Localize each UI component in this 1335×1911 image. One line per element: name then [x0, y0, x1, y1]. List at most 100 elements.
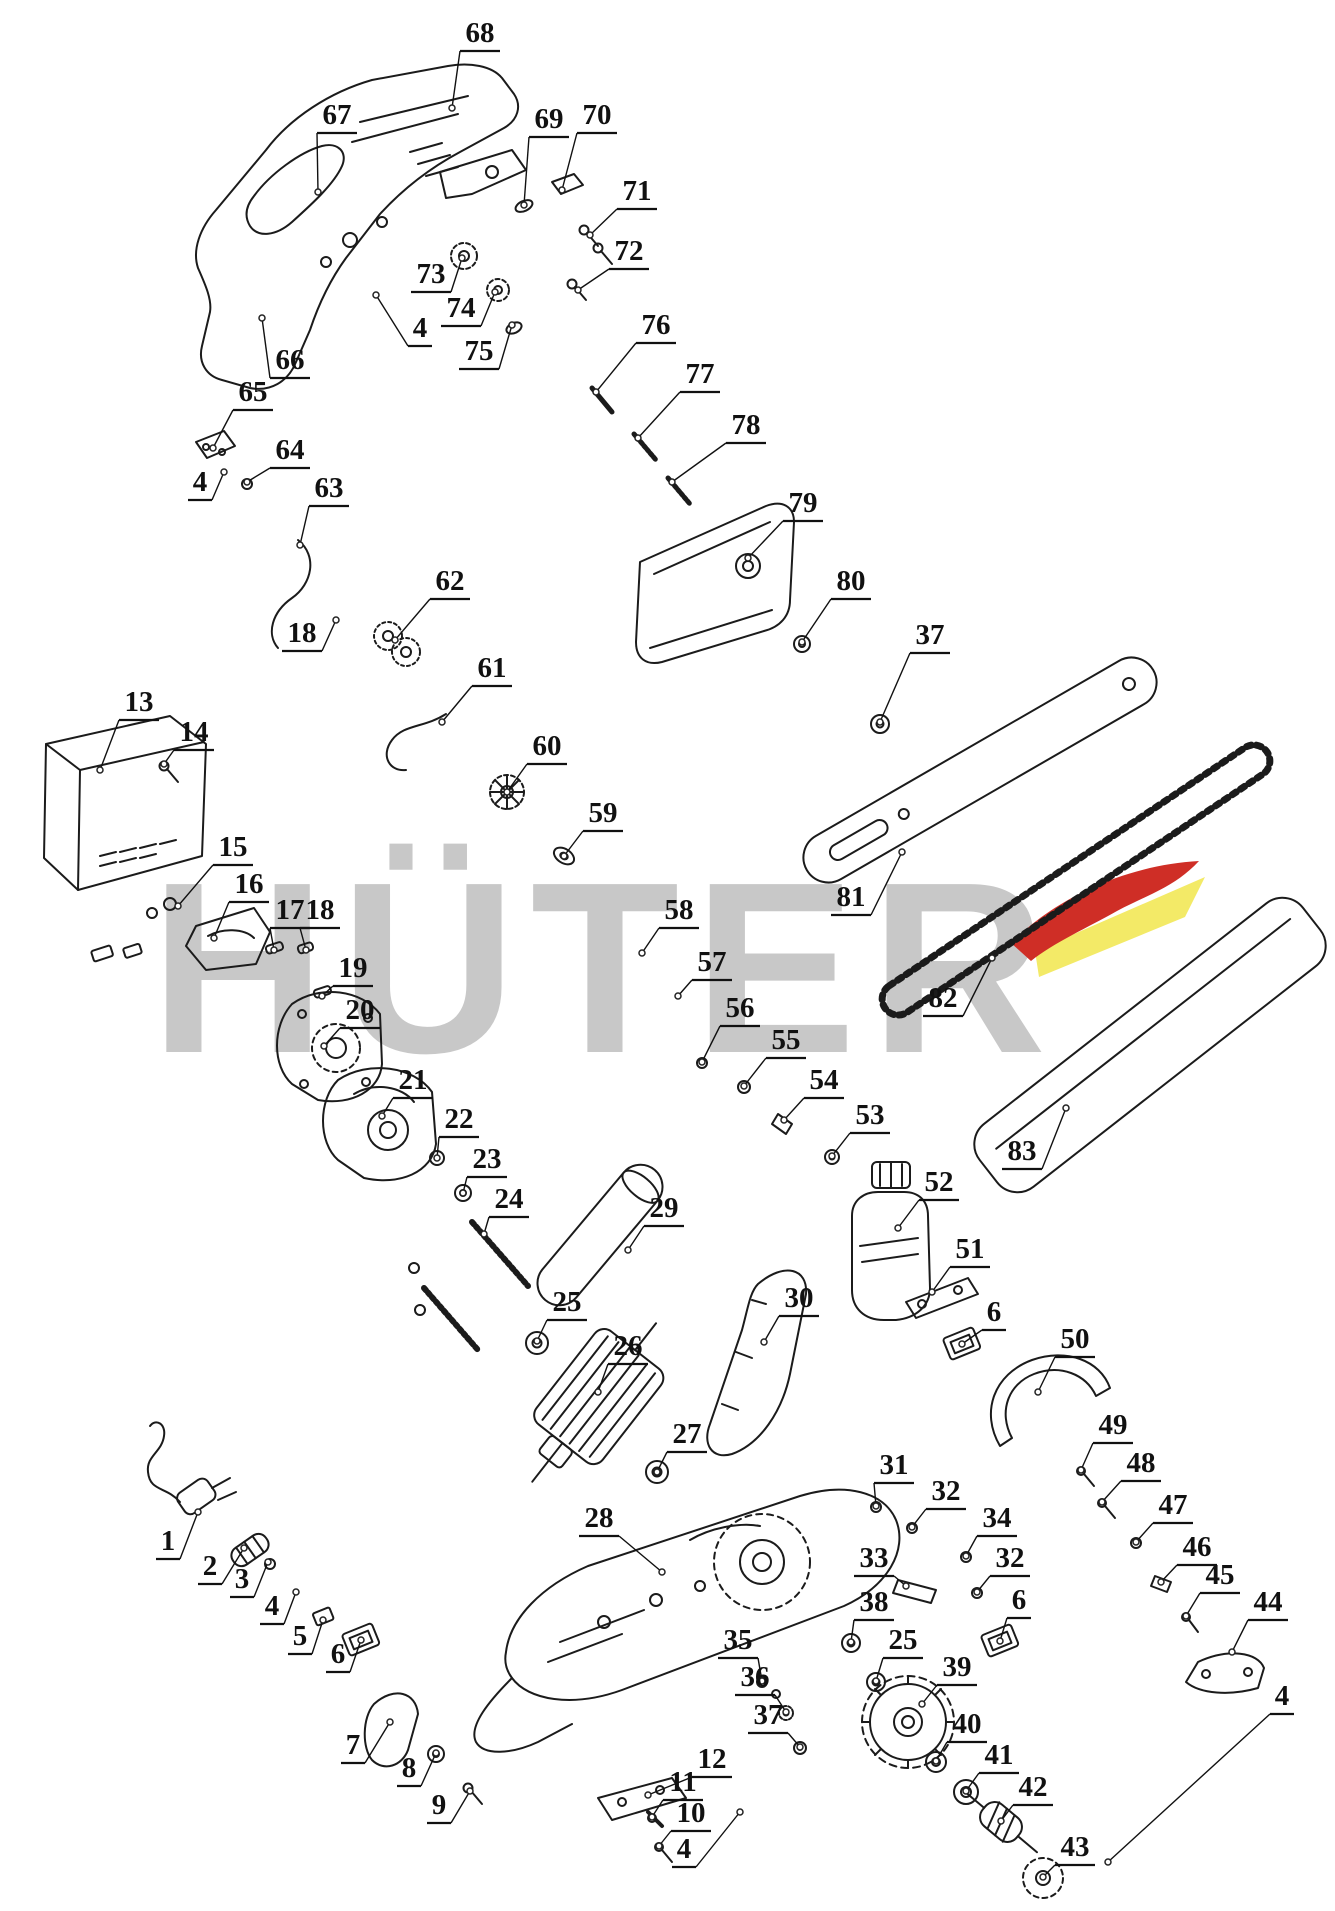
- switch-lever-sketch: [439, 149, 527, 199]
- callout-leader-28: [618, 1535, 663, 1573]
- huter-logo-swoosh: [1011, 861, 1205, 977]
- part-anchor-50: [1034, 1388, 1042, 1396]
- callout-leader-29: [627, 1225, 645, 1251]
- part-number-82: 82: [929, 982, 958, 1014]
- callout-leader-61: [441, 685, 473, 723]
- callout-leader-47: [1135, 1522, 1154, 1543]
- part-number-69: 69: [535, 103, 564, 135]
- callout-leader-9: [450, 1790, 471, 1824]
- inner-tube-sketch: [536, 1163, 664, 1307]
- part-anchor-38: [847, 1638, 855, 1646]
- part-anchor-56: [698, 1058, 706, 1066]
- part-number-5: 5: [293, 1620, 308, 1652]
- callout-leader-69: [523, 136, 530, 206]
- part-number-48: 48: [1127, 1447, 1156, 1479]
- part-anchor-29: [624, 1246, 632, 1254]
- callout-leader-34: [965, 1535, 978, 1557]
- part-number-57: 57: [698, 946, 727, 978]
- callout-leader-76: [595, 342, 637, 393]
- callout-leader-16: [213, 901, 230, 939]
- part-number-66: 66: [276, 344, 305, 376]
- part-number-25: 25: [553, 1286, 582, 1318]
- part-anchor-83: [1062, 1104, 1070, 1112]
- callout-leader-44: [1231, 1619, 1249, 1653]
- main-housing-sketch: [473, 1488, 901, 1753]
- parts-sketch-layer: [43, 63, 1327, 1899]
- part-anchor-71: [586, 231, 594, 239]
- chain-catcher-sketch: [363, 1692, 483, 1805]
- part-anchor-48: [1098, 1498, 1106, 1506]
- part-anchor-26: [594, 1388, 602, 1396]
- spring-sketches: [408, 1150, 531, 1353]
- part-anchor-18: [302, 946, 310, 954]
- part-anchor-66: [258, 314, 266, 322]
- part-number-42: 42: [1019, 1771, 1048, 1803]
- part-number-22: 22: [445, 1103, 474, 1135]
- part-number-4: 4: [413, 312, 428, 344]
- part-anchor-19: [318, 992, 326, 1000]
- part-anchor-64: [243, 478, 251, 486]
- part-number-58: 58: [665, 894, 694, 926]
- part-number-32: 32: [932, 1475, 961, 1507]
- callout-leader-18: [299, 927, 307, 951]
- callout-leader-79: [747, 520, 784, 559]
- callout-leader-15: [177, 864, 214, 907]
- part-number-40: 40: [953, 1708, 982, 1740]
- part-anchor-51: [928, 1288, 936, 1296]
- part-number-36: 36: [741, 1661, 770, 1693]
- part-anchor-5: [319, 1616, 327, 1624]
- part-anchor-37: [876, 718, 884, 726]
- part-number-17: 17: [276, 894, 305, 926]
- callout-leader-37: [879, 652, 911, 723]
- part-anchor-30: [760, 1338, 768, 1346]
- part-anchor-4: [292, 1588, 300, 1596]
- part-anchor-76: [592, 388, 600, 396]
- part-anchor-6: [958, 1340, 966, 1348]
- part-number-34: 34: [983, 1502, 1012, 1534]
- part-number-79: 79: [789, 487, 818, 519]
- callout-leader-6: [999, 1617, 1008, 1642]
- part-number-11: 11: [669, 1766, 696, 1798]
- part-anchor-32: [973, 1588, 981, 1596]
- part-number-52: 52: [925, 1166, 954, 1198]
- callout-leader-25: [875, 1657, 884, 1682]
- callout-leader-73: [450, 257, 463, 293]
- part-number-62: 62: [436, 565, 465, 597]
- callout-leader-4: [211, 471, 225, 501]
- part-number-33: 33: [860, 1542, 889, 1574]
- logo-swoosh-yellow: [1035, 877, 1205, 977]
- callout-leader-6: [349, 1639, 362, 1673]
- part-anchor-80: [798, 638, 806, 646]
- part-number-81: 81: [837, 881, 866, 913]
- callout-leader-83: [1041, 1107, 1067, 1170]
- part-number-47: 47: [1159, 1489, 1188, 1521]
- part-anchor-40: [932, 1757, 940, 1765]
- callout-leader-80: [801, 598, 832, 643]
- part-number-44: 44: [1254, 1586, 1283, 1618]
- callout-leader-52: [897, 1199, 920, 1229]
- part-anchor-49: [1077, 1466, 1085, 1474]
- part-number-29: 29: [650, 1192, 679, 1224]
- part-number-59: 59: [589, 797, 618, 829]
- part-number-51: 51: [956, 1233, 985, 1265]
- part-number-13: 13: [125, 686, 154, 718]
- drive-link-sketches: [195, 430, 576, 866]
- part-anchor-32: [908, 1523, 916, 1531]
- part-anchor-24: [480, 1230, 488, 1238]
- part-anchor-2: [240, 1544, 248, 1552]
- part-anchor-28: [658, 1568, 666, 1576]
- callout-leader-25: [536, 1319, 548, 1342]
- part-number-70: 70: [583, 99, 612, 131]
- side-cover-sketch: [635, 502, 795, 664]
- part-number-53: 53: [856, 1099, 885, 1131]
- callout-leader-55: [743, 1057, 767, 1087]
- callout-leader-66: [261, 317, 271, 379]
- part-number-28: 28: [585, 1502, 614, 1534]
- part-number-15: 15: [219, 831, 248, 863]
- part-number-56: 56: [726, 992, 755, 1024]
- part-anchor-35: [758, 1677, 766, 1685]
- part-number-2: 2: [203, 1550, 218, 1582]
- part-anchor-16: [210, 934, 218, 942]
- callout-leader-32: [911, 1508, 927, 1528]
